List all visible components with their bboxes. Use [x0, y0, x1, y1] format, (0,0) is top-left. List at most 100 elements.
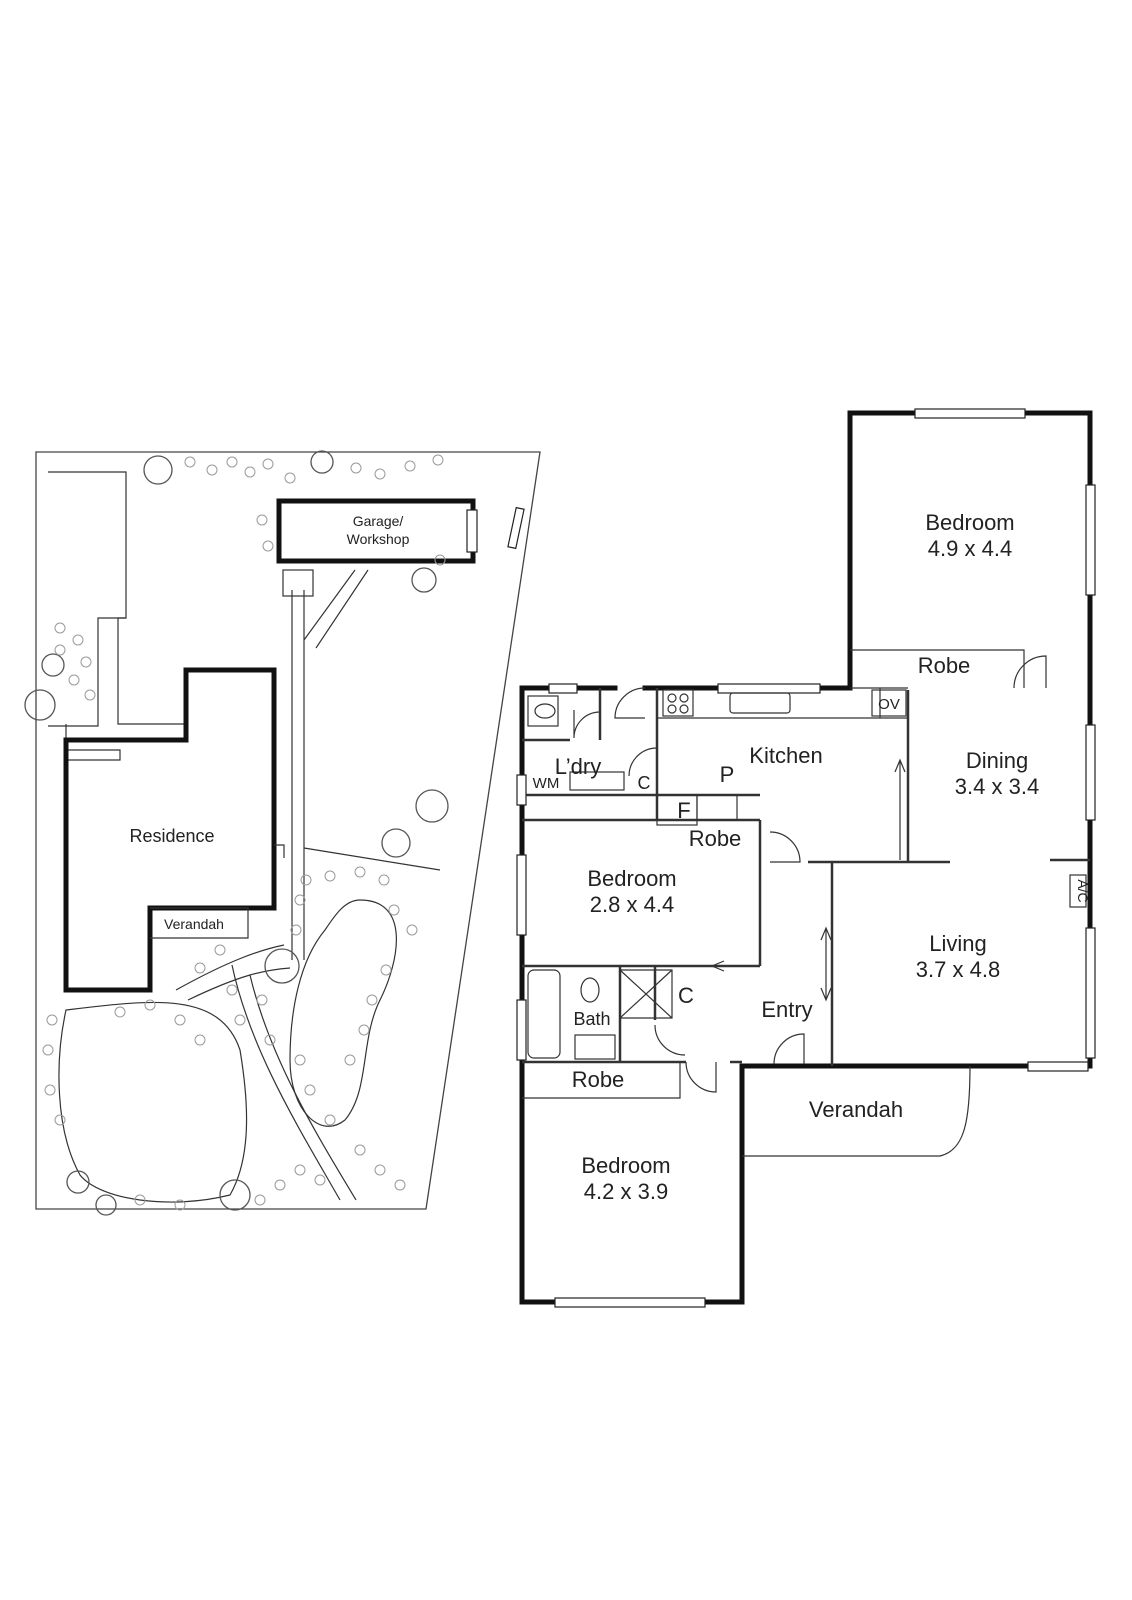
site-lawn-line [303, 847, 441, 871]
shrub-icon [54, 644, 66, 656]
shrub-icon [174, 1199, 186, 1211]
door-swing [769, 831, 801, 863]
washing-machine-label: WM [533, 775, 560, 792]
door-swing [1013, 655, 1047, 689]
bedroom2-label: Bedroom [587, 866, 676, 891]
window [914, 408, 1026, 419]
residence-verandah [150, 907, 249, 939]
verandah-label: Verandah [809, 1097, 903, 1122]
shrub-icon [434, 554, 446, 566]
shrub-icon [262, 458, 274, 470]
verandah-outline [742, 1065, 971, 1157]
main-bedroom-label: Bedroom [925, 510, 1014, 535]
pantry-box [696, 794, 738, 821]
burner-icon [667, 693, 677, 703]
tree-icon [411, 567, 437, 593]
shrub-icon [324, 870, 336, 882]
shrub-icon [380, 964, 392, 976]
door-swing [573, 710, 601, 739]
garden-path-curve [175, 944, 357, 1201]
floor-plan: Bedroom 4.9 x 4.4 Robe Dining 3.4 x 3.4 … [516, 408, 1096, 1308]
tree-icon [24, 689, 56, 721]
shrub-icon [184, 456, 196, 468]
shrub-icon [254, 1194, 266, 1206]
window [717, 683, 821, 694]
site-verandah-label: Verandah [164, 916, 224, 932]
shrub-icon [264, 1034, 276, 1046]
shrub-icon [144, 999, 156, 1011]
shrub-icon [366, 994, 378, 1006]
shrub-icon [194, 1034, 206, 1046]
shrub-icon [206, 464, 218, 476]
window [516, 854, 527, 936]
shrub-icon [374, 468, 386, 480]
shrub-icon [174, 1014, 186, 1026]
burner-icon [679, 693, 689, 703]
oven [871, 689, 907, 717]
aircon-label: A/C [1075, 879, 1091, 902]
shrub-icon [134, 1194, 146, 1206]
shrub-icon [294, 1164, 306, 1176]
shrub-icon [350, 462, 362, 474]
tree-icon [143, 455, 173, 485]
tree-icon [310, 450, 334, 474]
shrub-icon [378, 874, 390, 886]
fridge-label: F [677, 798, 690, 823]
shrub-icon [432, 454, 444, 466]
shrub-icon [404, 460, 416, 472]
pantry-label: P [720, 762, 735, 787]
living-label: Living [929, 931, 986, 956]
window [1027, 1061, 1089, 1072]
bed2-robe-label: Robe [689, 826, 742, 851]
bedroom3-size: 4.2 x 3.9 [584, 1179, 668, 1204]
shrub-icon [44, 1084, 56, 1096]
wall-main-robe [850, 649, 1025, 689]
shrub-icon [114, 1006, 126, 1018]
door-swing [614, 687, 646, 719]
sliding-door-arrow [710, 960, 755, 972]
residence-side-door [274, 844, 285, 858]
tree-icon [264, 948, 300, 984]
wall-kitchen-bench [657, 688, 908, 719]
burner-icon [667, 704, 677, 714]
dining-size: 3.4 x 3.4 [955, 774, 1039, 799]
bath-vanity [574, 1034, 616, 1060]
shrub-icon [358, 1024, 370, 1036]
window [516, 774, 527, 806]
tree-icon [219, 1179, 251, 1211]
main-robe-label: Robe [918, 653, 971, 678]
aircon-unit [1069, 874, 1087, 908]
shrub-icon [324, 1114, 336, 1126]
shrub-icon [80, 656, 92, 668]
window [1085, 484, 1096, 596]
laundry-cupboard-label: C [638, 773, 651, 793]
tree-icon [41, 653, 65, 677]
shrub-icon [374, 1164, 386, 1176]
shrub-icon [226, 456, 238, 468]
site-boundary [35, 451, 541, 1210]
window [1085, 724, 1096, 821]
shrub-icon [84, 689, 96, 701]
garage-door [466, 509, 478, 553]
site-plan: Garage/ Workshop Residence Verandah [24, 450, 541, 1216]
shrub-icon [54, 1114, 66, 1126]
tree-icon [415, 789, 449, 823]
toilet-icon [534, 703, 556, 719]
laundry-label: L’dry [555, 754, 601, 779]
shrub-icon [354, 1144, 366, 1156]
bedroom3-label: Bedroom [581, 1153, 670, 1178]
wall-bed3-robe [522, 1062, 681, 1099]
window [548, 683, 578, 694]
shrub-icon [46, 1014, 58, 1026]
sliding-door-arrow [894, 758, 906, 860]
window [554, 1297, 706, 1308]
shrub-icon [262, 540, 274, 552]
bath-label: Bath [573, 1009, 610, 1029]
wall-bed2-south [522, 964, 760, 1064]
wall-living-divider [808, 690, 1090, 1066]
tree-icon [66, 1170, 90, 1194]
garage-label-line1: Garage/ [353, 513, 404, 529]
kitchen-label: Kitchen [749, 743, 822, 768]
shrub-icon [314, 1174, 326, 1186]
site-side-strip [48, 471, 127, 727]
